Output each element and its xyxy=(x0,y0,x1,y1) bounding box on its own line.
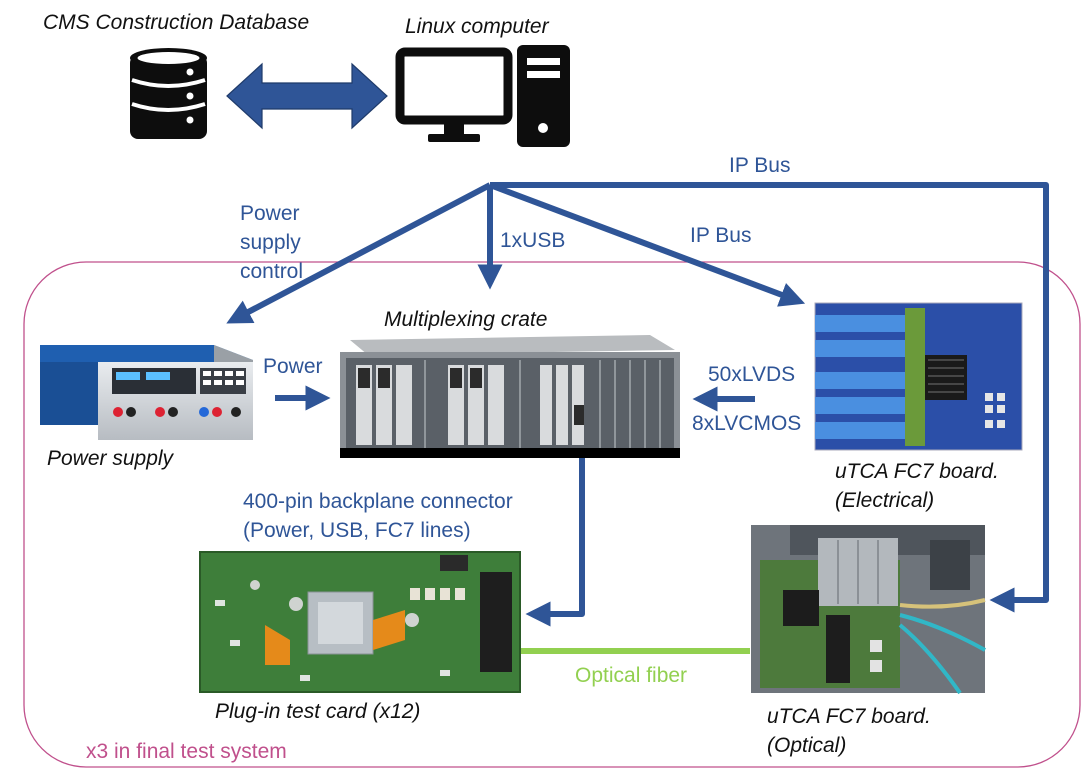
crate-label: Multiplexing crate xyxy=(384,308,548,331)
test-card-label: Plug-in test card (x12) xyxy=(215,700,421,723)
arrow-backplane xyxy=(525,455,585,627)
backplane-label: 400-pin backplane connector (Power, USB,… xyxy=(243,490,513,542)
desktop-computer-icon xyxy=(395,45,570,147)
arrow-ip-bus-optical xyxy=(490,182,1049,613)
power-supply-image xyxy=(40,345,253,440)
arrow-ip-bus-electrical xyxy=(488,182,806,307)
ip-bus-electrical-label: IP Bus xyxy=(690,224,752,247)
fc7-electrical-image xyxy=(814,302,1023,451)
power-supply-label: Power supply xyxy=(47,447,174,470)
database-icon xyxy=(130,48,207,139)
fc7-optical-image xyxy=(751,525,986,695)
usb-label: 1xUSB xyxy=(500,229,566,252)
connection-arrows xyxy=(226,182,1049,627)
power-supply-control-label: Power supply control xyxy=(240,202,304,283)
database-link-arrow xyxy=(226,62,388,130)
lvds-label: 50xLVDS xyxy=(708,363,796,386)
power-label: Power xyxy=(263,355,323,378)
final-test-system-group xyxy=(23,261,1081,768)
lvcmos-label: 8xLVCMOS xyxy=(692,412,802,435)
group-label: x3 in final test system xyxy=(86,740,287,763)
computer-label: Linux computer xyxy=(405,15,549,38)
fc7-optical-label: uTCA FC7 board. (Optical) xyxy=(767,705,931,757)
test-card-image xyxy=(199,551,521,693)
fc7-electrical-label: uTCA FC7 board. (Electrical) xyxy=(835,460,999,512)
arrow-power-supply-control xyxy=(226,182,492,324)
database-label: CMS Construction Database xyxy=(43,11,310,34)
multiplexing-crate-image xyxy=(340,335,680,458)
optical-fiber-label: Optical fiber xyxy=(575,664,688,687)
ip-bus-optical-label: IP Bus xyxy=(729,154,791,177)
